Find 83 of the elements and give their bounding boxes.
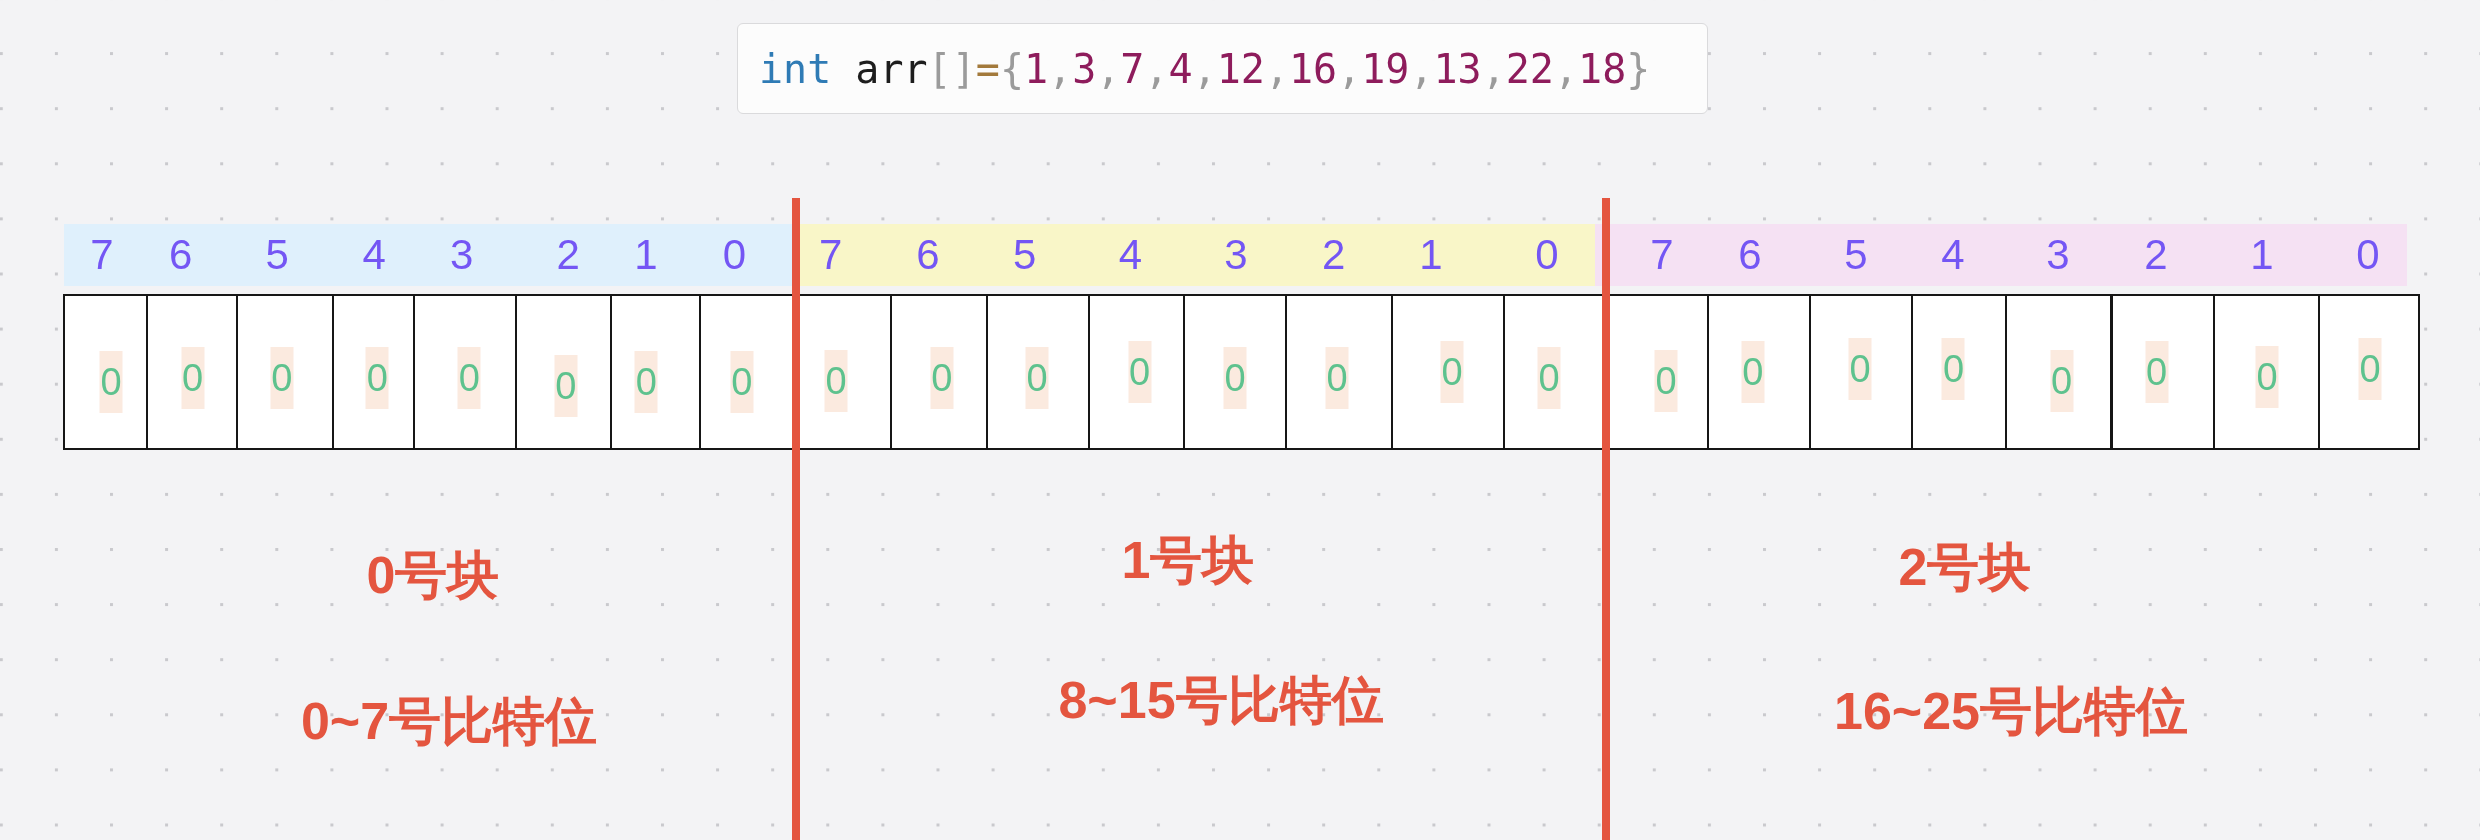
- bit-cell: [331, 294, 415, 450]
- bit-index: 4: [1941, 234, 1965, 276]
- bit-cell: [985, 294, 1090, 450]
- bit-index: 3: [450, 234, 474, 276]
- bit-value: 0: [270, 346, 294, 409]
- bit-index: 0: [2356, 234, 2380, 276]
- bit-value: 0: [1223, 346, 1247, 409]
- bit-index: 1: [1419, 234, 1443, 276]
- bit-index: 0: [722, 234, 747, 276]
- bit-index: 2: [556, 234, 580, 276]
- bit-range-label: 8~15号比特位: [1058, 670, 1384, 730]
- bit-value: 0: [634, 350, 658, 413]
- code-text: int arr[]={1,3,7,4,12,16,19,13,22,18}: [759, 44, 1651, 93]
- bit-cell: [1610, 294, 1709, 450]
- bit-value: 0: [2358, 338, 2382, 401]
- bit-index: 4: [1118, 234, 1143, 276]
- bit-value: 0: [365, 346, 389, 409]
- bit-index: 2: [2144, 234, 2168, 276]
- bit-value: 0: [99, 350, 123, 413]
- bit-cell: [146, 294, 238, 450]
- bit-cell: [799, 294, 893, 450]
- bit-value: 0: [457, 346, 481, 409]
- block-label: 0号块: [366, 545, 500, 605]
- bit-index: 6: [169, 234, 193, 276]
- bit-index: 3: [1224, 234, 1248, 276]
- bit-cell: [412, 294, 517, 450]
- bit-cell: [1503, 294, 1602, 450]
- bit-value: 0: [1654, 350, 1678, 413]
- bit-cell: [1285, 294, 1393, 450]
- bit-value: 0: [1848, 338, 1872, 401]
- block-label: 1号块: [1121, 530, 1255, 590]
- bit-cell: [2110, 294, 2215, 450]
- block-label: 2号块: [1898, 537, 2032, 597]
- bit-index: 4: [362, 234, 386, 276]
- bit-index: 2: [1322, 234, 1346, 276]
- bit-value: 0: [1325, 346, 1349, 409]
- bit-value: 0: [1537, 346, 1561, 409]
- bit-value: 0: [2145, 340, 2168, 403]
- bit-value: 0: [2050, 350, 2074, 413]
- bit-cell: [1183, 294, 1287, 450]
- bit-index: 1: [2250, 234, 2274, 276]
- bit-range-label: 16~25号比特位: [1834, 681, 2188, 741]
- bit-cell: [2318, 294, 2421, 450]
- bit-cell: [514, 294, 612, 450]
- bit-index: 7: [90, 234, 114, 276]
- bit-value: 0: [1741, 340, 1765, 403]
- bit-index-band: [799, 224, 1595, 286]
- bit-index: 5: [1844, 234, 1868, 276]
- bit-cell: [2005, 294, 2113, 450]
- bit-value: 0: [1440, 340, 1464, 403]
- bit-cell: [890, 294, 988, 450]
- bit-cell: [1706, 294, 1811, 450]
- bit-index: 5: [1013, 234, 1037, 276]
- bit-value: 0: [554, 354, 578, 417]
- bit-value: 0: [1025, 346, 1049, 409]
- bit-cell: [2212, 294, 2321, 450]
- bit-cell: [610, 294, 701, 450]
- bit-cell: [63, 294, 149, 450]
- bit-index: 7: [1650, 234, 1674, 276]
- bit-index-band: [64, 224, 792, 286]
- bit-value: 0: [1942, 338, 1965, 401]
- code-box: [737, 23, 1708, 114]
- bit-index: 0: [1535, 234, 1559, 276]
- bit-cell: [1910, 294, 2008, 450]
- bit-index: 3: [2046, 234, 2070, 276]
- bit-cell: [236, 294, 334, 450]
- bit-cell: [1087, 294, 1185, 450]
- bit-index: 7: [819, 234, 843, 276]
- bit-value: 0: [1128, 340, 1152, 403]
- bit-value: 0: [930, 346, 954, 409]
- bit-range-label: 0~7号比特位: [300, 691, 598, 751]
- bit-value: 0: [181, 346, 205, 409]
- bit-index: 5: [265, 234, 289, 276]
- bit-index: 6: [916, 234, 940, 276]
- bit-cell: [699, 294, 792, 450]
- bit-index-band: [1595, 224, 2407, 286]
- bit-value: 0: [824, 350, 848, 412]
- bit-cell: [1390, 294, 1505, 450]
- bit-index: 1: [634, 234, 658, 276]
- bit-index: 6: [1738, 234, 1762, 276]
- bit-cell: [1808, 294, 1913, 450]
- bit-value: 0: [730, 350, 754, 413]
- bit-value: 0: [2255, 346, 2279, 408]
